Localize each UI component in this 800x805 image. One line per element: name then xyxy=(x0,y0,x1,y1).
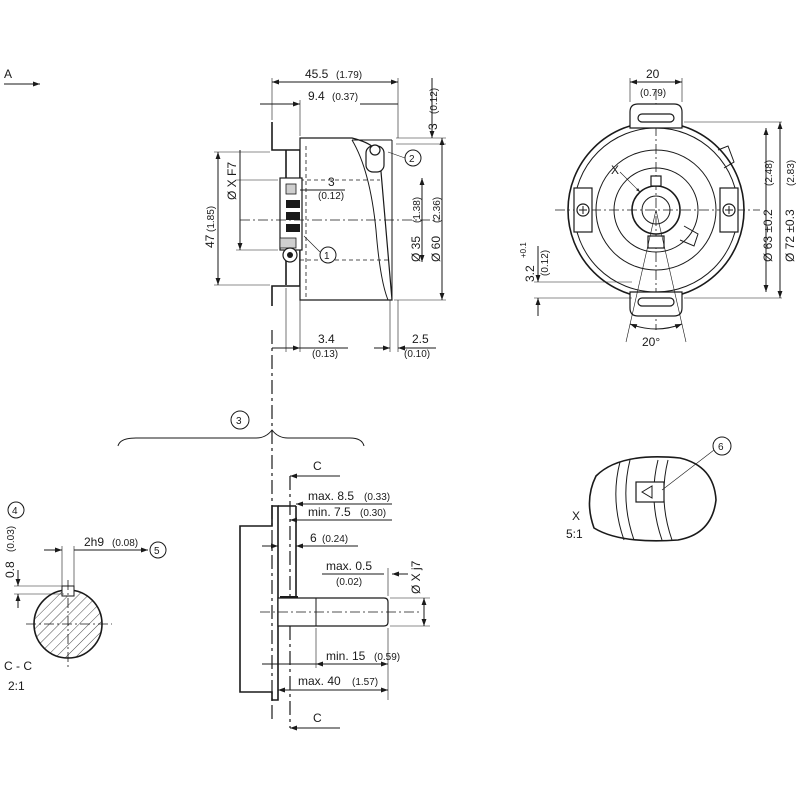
svg-text:3: 3 xyxy=(236,416,242,427)
dim-max85: max. 8.5 xyxy=(308,489,354,503)
svg-text:(1.79): (1.79) xyxy=(336,70,362,81)
svg-text:(0.12): (0.12) xyxy=(429,88,440,114)
dim-08: 0.8 xyxy=(3,561,17,578)
view-label-a: A xyxy=(4,67,12,81)
dim-max05: max. 0.5 xyxy=(326,559,372,573)
svg-text:(0.13): (0.13) xyxy=(312,349,338,360)
front-view: 20 (0.79) X Ø 63 ±0.2 (2.48) Ø 72 ±0.3 (… xyxy=(519,67,797,349)
svg-text:(0.03): (0.03) xyxy=(6,526,17,552)
dim-d35: Ø 35 xyxy=(409,236,423,262)
svg-text:+0.1: +0.1 xyxy=(519,242,528,258)
dim-front-width: 20 xyxy=(646,67,660,81)
dim-d63: Ø 63 ±0.2 xyxy=(761,209,775,262)
svg-text:1: 1 xyxy=(324,251,330,262)
svg-text:(0.24): (0.24) xyxy=(322,534,348,545)
dim-6: 6 xyxy=(310,531,317,545)
group-brace: 3 xyxy=(117,410,365,447)
callout-3 xyxy=(230,410,250,430)
section-mark-bottom: C xyxy=(313,711,322,725)
svg-text:(2.36): (2.36) xyxy=(432,197,443,223)
svg-text:(1.85): (1.85) xyxy=(206,206,217,232)
callout-1 xyxy=(319,246,337,264)
dim-bore-depth: 3 xyxy=(328,175,335,189)
dim-bottom-left: 3.4 xyxy=(318,332,335,346)
view-arrow-a: A xyxy=(4,67,40,87)
connector-stack xyxy=(279,177,303,263)
dim-min75: min. 7.5 xyxy=(308,505,351,519)
dim-d60: Ø 60 xyxy=(429,236,443,262)
dim-angle: 20° xyxy=(642,335,660,349)
svg-text:(0.30): (0.30) xyxy=(360,508,386,519)
svg-text:(0.79): (0.79) xyxy=(640,88,666,99)
svg-text:(0.12): (0.12) xyxy=(318,191,344,202)
svg-text:(0.08): (0.08) xyxy=(112,538,138,549)
dim-height: 47 xyxy=(203,234,217,248)
dim-offset: 3.2 xyxy=(523,265,537,282)
dim-d72: Ø 72 ±0.3 xyxy=(783,209,797,262)
dim-top: 3 xyxy=(426,123,440,130)
dim-overall-length: 45.5 xyxy=(305,67,329,81)
svg-text:(0.02): (0.02) xyxy=(336,577,362,588)
detail-scale: 5:1 xyxy=(566,527,583,541)
dim-max40: max. 40 xyxy=(298,674,341,688)
svg-text:(0.33): (0.33) xyxy=(364,492,390,503)
callout-5 xyxy=(149,541,167,559)
dim-flange: 9.4 xyxy=(308,89,325,103)
section-cc: 2h9 (0.08) 5 0.8 (0.03) 4 C - C 2:1 xyxy=(3,501,167,693)
svg-text:(0.10): (0.10) xyxy=(404,349,430,360)
svg-text:(0.37): (0.37) xyxy=(332,92,358,103)
callout-4 xyxy=(7,501,25,519)
svg-text:(1.38): (1.38) xyxy=(412,197,423,223)
svg-text:(0.12): (0.12) xyxy=(540,250,551,276)
section-label: C - C xyxy=(4,659,32,673)
svg-text:(2.48): (2.48) xyxy=(764,160,775,186)
dim-bottom-right: 2.5 xyxy=(412,332,429,346)
svg-text:5: 5 xyxy=(154,546,160,557)
section-mark-top: C xyxy=(313,459,322,473)
callout-6 xyxy=(712,436,732,456)
dim-min15: min. 15 xyxy=(326,649,366,663)
svg-text:6: 6 xyxy=(718,442,724,453)
dim-bore: Ø X F7 xyxy=(225,162,239,200)
shaft-view: C C max. 8.5 (0.33) min. 7.5 (0.30) 6 (0… xyxy=(239,459,430,731)
front-label-x: X xyxy=(611,163,619,177)
detail-x: 6 X 5:1 xyxy=(566,436,732,542)
section-scale: 2:1 xyxy=(8,679,25,693)
svg-text:(0.59): (0.59) xyxy=(374,652,400,663)
dim-2h9: 2h9 xyxy=(84,535,104,549)
svg-text:(2.83): (2.83) xyxy=(786,160,797,186)
side-view: 45.5 (1.79) 9.4 (0.37) 3 (0.12) 2 1 3 (0… xyxy=(203,67,446,360)
svg-text:(1.57): (1.57) xyxy=(352,677,378,688)
svg-text:4: 4 xyxy=(12,506,18,517)
detail-label: X xyxy=(572,509,580,523)
svg-text:2: 2 xyxy=(409,154,415,165)
dim-shaft-d: Ø X j7 xyxy=(409,560,423,594)
